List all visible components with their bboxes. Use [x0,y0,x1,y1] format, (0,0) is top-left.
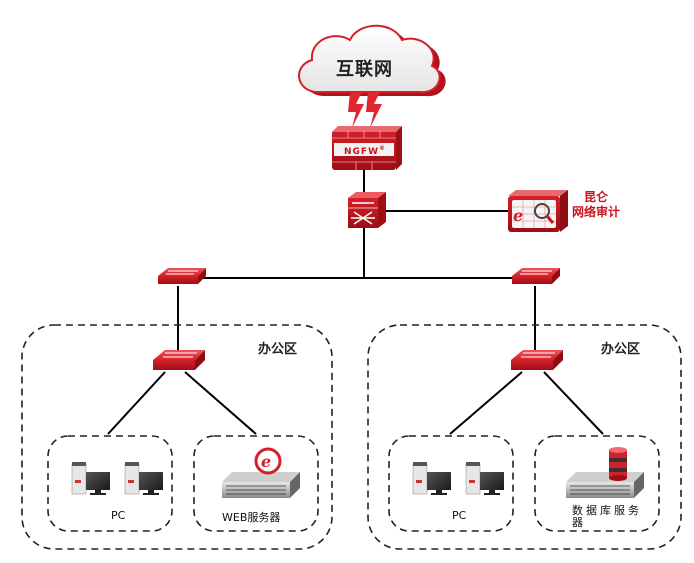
internet-label: 互联网 [336,59,393,80]
svg-text:e: e [513,206,523,225]
zone-label-right: 办公区 [601,342,641,357]
audit-label: 昆仑 网络审计 [572,190,620,220]
group-label-right-pc: PC [452,509,467,522]
firewall-label: NGFW® [344,145,386,157]
pc-icon [124,462,163,495]
pc-icon [465,462,504,495]
switch-icon-left-zone [153,350,205,370]
zone-box-right [367,324,682,550]
firewall-label-text: NGFW [344,147,379,157]
group-label-web-server: WEB服务器 [222,511,281,524]
group-box-left-pc [47,435,173,532]
ie-globe-icon: e [254,447,282,475]
link-right-pc [449,371,523,435]
database-cylinder-icon [609,447,627,481]
database-server-icon [566,472,644,498]
group-box-right-pc [388,435,514,532]
links [107,170,604,435]
core-switch-icon [348,192,386,228]
audit-appliance-icon: e [508,190,568,232]
group-box-right-db [534,435,660,532]
zone-label-left: 办公区 [258,342,298,357]
cloud-icon [298,24,446,97]
link-left-pc [107,371,166,435]
pc-icon [412,462,451,495]
group-box-left-web [193,435,319,532]
group-label-left-pc: PC [111,509,126,522]
group-label-db-server-line1: 数据库服务 [572,504,642,517]
switch-icon-top-left [158,268,206,284]
zone-box-left [21,324,333,550]
audit-label-line2: 网络审计 [572,205,621,219]
switch-icon-right-zone [511,350,563,370]
svg-text:e: e [261,452,271,471]
web-server-icon [222,472,300,498]
lightning-icon [348,92,382,128]
group-label-db-server-line2: 器 [572,516,586,529]
switch-icon-top-right [512,268,560,284]
audit-label-line1: 昆仑 [584,190,609,204]
link-right-db [543,371,604,435]
firewall-icon [332,126,402,170]
pc-icon [71,462,110,495]
group-label-db-server: 数据库服务 器 [572,505,642,529]
link-left-web [184,371,257,435]
firewall-label-mark: ® [379,145,386,152]
